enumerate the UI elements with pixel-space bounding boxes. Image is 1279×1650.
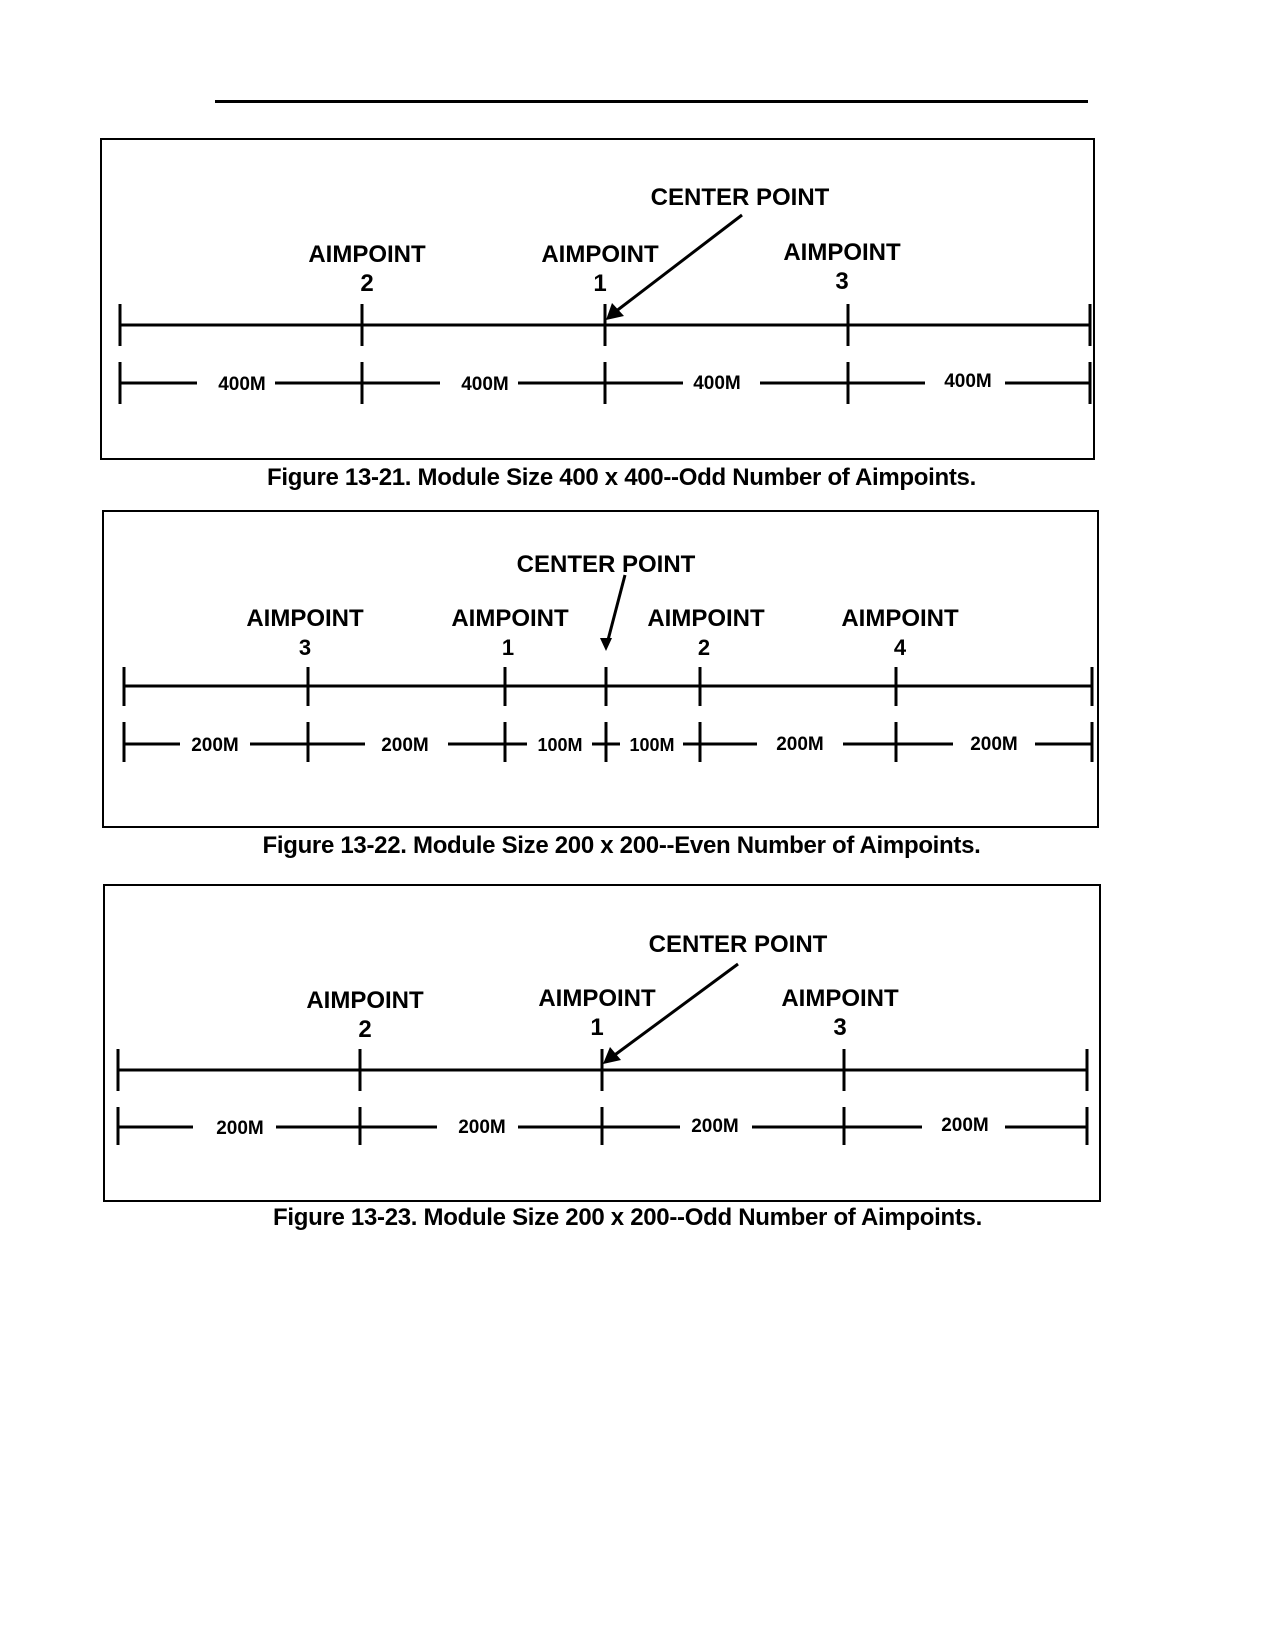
aimpoint-1-number: 1 (590, 1014, 603, 1041)
distance-label-1: 400M (218, 374, 266, 395)
top-rule (215, 100, 1088, 103)
distance-label-3: 100M (537, 735, 582, 755)
aimpoint-2-number: 2 (360, 270, 373, 297)
distance-label-3: 400M (693, 373, 741, 394)
aimpoint-2-label: AIMPOINT (647, 605, 765, 632)
aimpoint-1-label: AIMPOINT (541, 241, 659, 268)
center-point-arrowhead (600, 638, 612, 651)
distance-label-6: 200M (970, 734, 1018, 755)
center-point-label: CENTER POINT (651, 184, 830, 211)
center-point-arrowhead (606, 303, 624, 320)
figure-13-21-box (100, 138, 1095, 460)
figure-13-23-diagram: CENTER POINT AIMPOINT 2 AIMPOINT 1 AIMPO… (116, 931, 1089, 1145)
figure-13-22-diagram: CENTER POINT AIMPOINT 3 AIMPOINT 1 AIMPO… (122, 551, 1094, 762)
aimpoint-3-label: AIMPOINT (781, 985, 899, 1012)
aimpoint-3-label: AIMPOINT (783, 239, 901, 266)
figure-13-22-box (102, 510, 1099, 828)
distance-label-3: 200M (691, 1116, 739, 1137)
aimpoint-2-number: 2 (698, 635, 710, 660)
distance-label-1: 200M (216, 1118, 264, 1139)
aimpoint-1-number: 1 (502, 635, 514, 660)
aimpoint-4-label: AIMPOINT (841, 605, 959, 632)
aimpoint-3-number: 3 (299, 635, 311, 660)
distance-label-2: 200M (458, 1117, 506, 1138)
center-point-arrow-shaft (606, 574, 627, 641)
figure-13-23-box (103, 884, 1101, 1202)
center-point-arrowhead (603, 1047, 621, 1064)
aimpoint-4-number: 4 (894, 635, 907, 660)
distance-label-4: 200M (941, 1115, 989, 1136)
aimpoint-1-number: 1 (593, 270, 606, 297)
figure-13-21-caption: Figure 13-21. Module Size 400 x 400--Odd… (267, 464, 976, 491)
aimpoint-3-number: 3 (835, 268, 848, 295)
distance-label-2: 200M (381, 735, 429, 756)
distance-label-4: 100M (629, 735, 674, 755)
center-point-label: CENTER POINT (649, 931, 828, 958)
aimpoint-2-number: 2 (358, 1016, 371, 1043)
figure-13-22-caption: Figure 13-22. Module Size 200 x 200--Eve… (262, 832, 981, 859)
distance-label-2: 400M (461, 374, 509, 395)
aimpoint-1-label: AIMPOINT (451, 605, 569, 632)
distance-label-1: 200M (191, 735, 239, 756)
figure-13-23-caption: Figure 13-23. Module Size 200 x 200--Odd… (273, 1204, 982, 1231)
aimpoint-1-label: AIMPOINT (538, 985, 656, 1012)
aimpoint-3-label: AIMPOINT (246, 605, 364, 632)
center-point-arrow-shaft (614, 213, 743, 314)
distance-label-5: 200M (776, 734, 824, 755)
aimpoint-2-label: AIMPOINT (308, 241, 426, 268)
center-point-arrow-shaft (611, 962, 739, 1059)
distance-label-4: 400M (944, 371, 992, 392)
aimpoint-3-number: 3 (833, 1014, 846, 1041)
figure-13-21-diagram: CENTER POINT AIMPOINT 2 AIMPOINT 1 AIMPO… (118, 184, 1092, 404)
center-point-label: CENTER POINT (517, 551, 696, 578)
aimpoint-2-label: AIMPOINT (306, 987, 424, 1014)
